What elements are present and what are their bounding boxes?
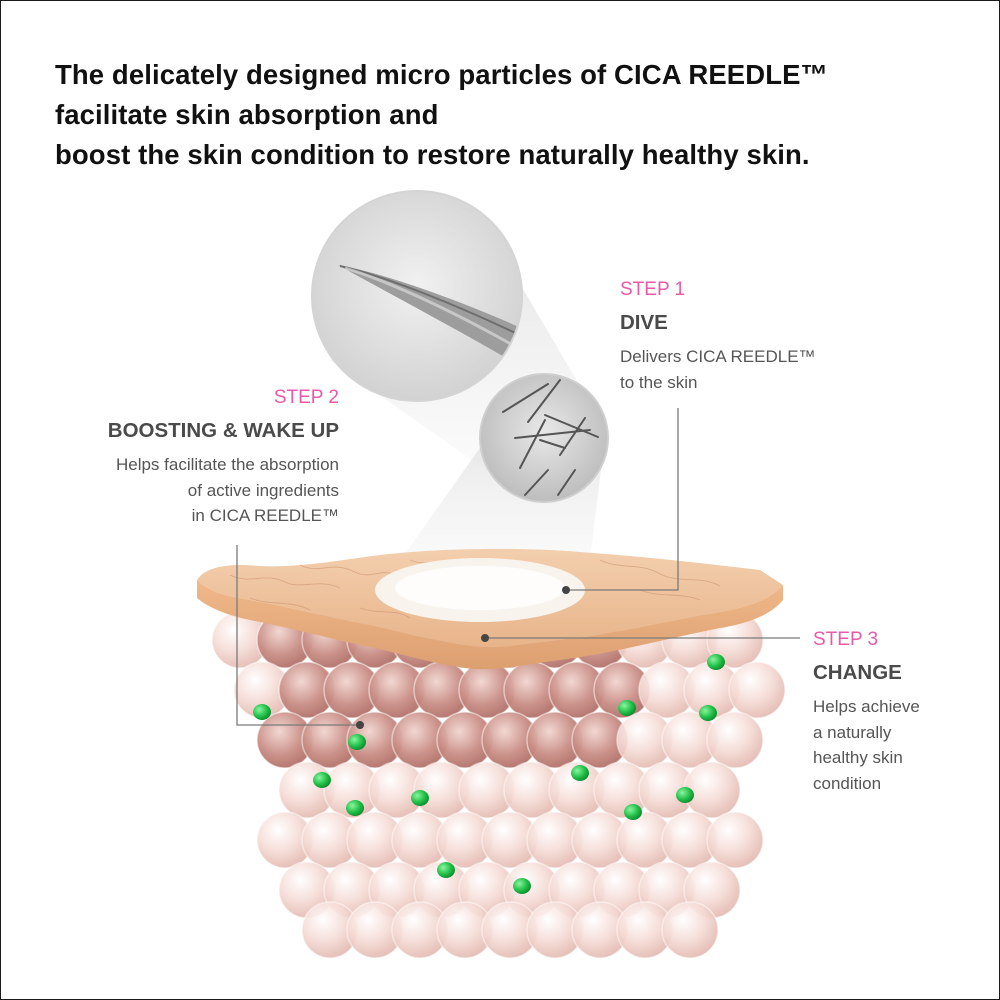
- step-3-desc-line: a naturally: [813, 722, 892, 742]
- step-2-number: STEP 2: [273, 387, 339, 408]
- step-3-desc-line: condition: [813, 773, 882, 793]
- step-3-description: Helps achieve a naturally healthy skin c…: [813, 694, 920, 796]
- active-ingredient-dots: [253, 654, 725, 894]
- active-ingredient-dot: [571, 765, 589, 781]
- step-3-title: CHANGE: [813, 661, 902, 684]
- step-1-description: Delivers CICA REEDLE™ to the skin: [620, 344, 816, 395]
- step2-leader-line: [236, 545, 360, 726]
- cell-sphere: [728, 661, 786, 719]
- step2-marker-dot: [356, 721, 364, 729]
- active-ingredient-dot: [618, 700, 636, 716]
- headline-line-2: facilitate skin absorption and: [55, 99, 439, 130]
- active-ingredient-dot: [437, 862, 455, 878]
- step-3-desc-line: healthy skin: [813, 748, 903, 767]
- leader-lines: [236, 408, 800, 726]
- active-ingredient-dot: [313, 772, 331, 788]
- active-ingredient-dot: [253, 704, 271, 720]
- step-2-desc-line: Helps facilitate the absorption: [115, 455, 339, 474]
- active-ingredient-dot: [707, 654, 725, 670]
- step-2-desc-line: in CICA REEDLE™: [191, 506, 339, 525]
- active-ingredient-dot: [676, 787, 694, 803]
- step-2-callout: STEP 2 BOOSTING & WAKE UP Helps facilita…: [108, 386, 339, 529]
- step1-leader-line: [568, 408, 679, 591]
- step-3-desc-line: Helps achieve: [813, 697, 920, 716]
- step-2-description: Helps facilitate the absorption of activ…: [108, 452, 339, 529]
- step-2-title: BOOSTING & WAKE UP: [107, 419, 339, 442]
- cell-sphere: [683, 761, 741, 819]
- active-ingredient-dot: [348, 734, 366, 750]
- micro-needles-magnifier: [479, 373, 609, 503]
- active-ingredient-dot: [513, 878, 531, 894]
- step3-marker-dot: [481, 634, 489, 642]
- step-2-desc-line: of active ingredients: [187, 480, 339, 500]
- step-1-callout: STEP 1 DIVE Delivers CICA REEDLE™ to the…: [620, 278, 816, 395]
- step-1-number: STEP 1: [620, 279, 686, 300]
- headline-line-1: The delicately designed micro particles …: [55, 59, 829, 90]
- active-ingredient-dot: [624, 804, 642, 820]
- step-1-desc-line: to the skin: [620, 372, 698, 392]
- active-ingredient-dot: [699, 705, 717, 721]
- cell-sphere: [706, 811, 764, 869]
- skin-top-layer: [197, 548, 783, 670]
- cell-sphere: [661, 901, 719, 959]
- step1-marker-dot: [562, 586, 570, 594]
- needle-closeup-magnifier: [311, 190, 523, 402]
- step-3-number: STEP 3: [813, 629, 879, 650]
- step-1-desc-line: Delivers CICA REEDLE™: [620, 347, 816, 366]
- headline-line-3: boost the skin condition to restore natu…: [55, 139, 810, 170]
- cell-sphere: [706, 711, 764, 769]
- headline: The delicately designed micro particles …: [55, 55, 955, 175]
- active-ingredient-dot: [346, 800, 364, 816]
- active-ingredient-dot: [411, 790, 429, 806]
- step-1-title: DIVE: [620, 311, 668, 334]
- step-3-callout: STEP 3 CHANGE Helps achieve a naturally …: [813, 628, 920, 796]
